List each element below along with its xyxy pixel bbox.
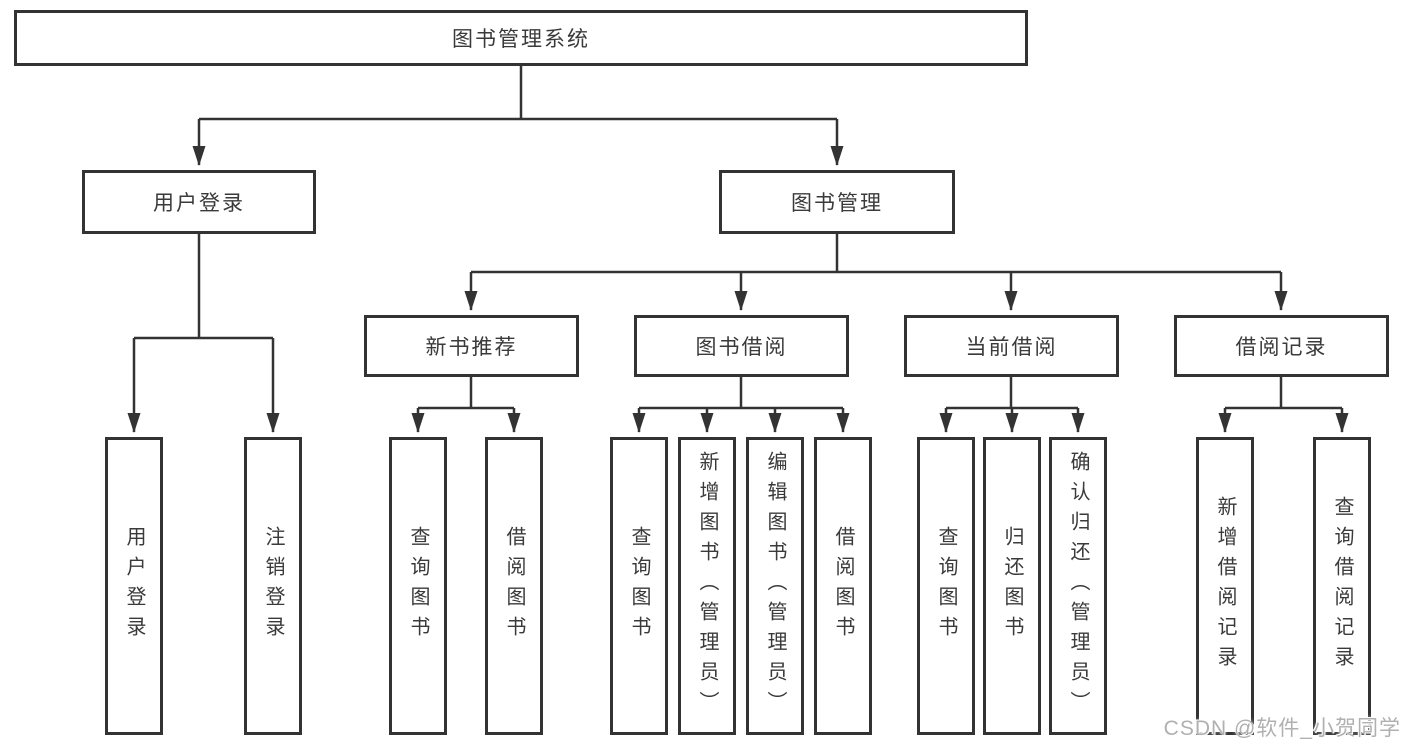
node-label: 新书推荐: [425, 336, 518, 359]
node-new-book-recommendation: 新书推荐: [364, 315, 579, 377]
node-label: 借阅记录: [1235, 336, 1328, 359]
node-borrowing-records: 借阅记录: [1174, 315, 1389, 377]
leaf-add-borrow-record: 新增借阅记录: [1196, 437, 1254, 735]
csdn-watermark: CSDN @软件_小贺同学: [1163, 717, 1401, 740]
leaf-query-books-current: 查询图书: [917, 437, 975, 735]
node-label: 用户登录: [153, 192, 245, 215]
leaf-return-books: 归还图书: [983, 437, 1041, 735]
leaf-label: 新增图书（管理员）: [696, 451, 718, 721]
leaf-label: 借阅图书: [503, 526, 525, 646]
leaf-label: 归还图书: [1001, 526, 1023, 646]
connector-group: [127, 66, 1349, 433]
node-label: 图书管理: [791, 192, 883, 215]
leaf-label: 查询借阅记录: [1331, 496, 1353, 676]
leaf-add-books-admin: 新增图书（管理员）: [678, 437, 736, 735]
leaf-logout-login: 注销登录: [244, 437, 302, 735]
leaf-query-books-recommend: 查询图书: [389, 437, 447, 735]
leaf-borrow-books: 借阅图书: [814, 437, 872, 735]
leaf-label: 查询图书: [407, 526, 429, 646]
node-label: 图书借阅: [695, 336, 788, 359]
leaf-label: 确认归还（管理员）: [1067, 451, 1089, 721]
node-label: 图书管理系统: [452, 28, 590, 51]
leaf-label: 编辑图书（管理员）: [764, 451, 786, 721]
node-book-management: 图书管理: [719, 170, 955, 234]
leaf-label: 用户登录: [123, 526, 145, 646]
leaf-confirm-return-admin: 确认归还（管理员）: [1049, 437, 1107, 735]
node-user-login: 用户登录: [82, 170, 316, 234]
leaf-label: 查询图书: [628, 526, 650, 646]
node-current-borrowing: 当前借阅: [904, 315, 1119, 377]
leaf-label: 借阅图书: [832, 526, 854, 646]
node-label: 当前借阅: [965, 336, 1058, 359]
leaf-edit-books-admin: 编辑图书（管理员）: [746, 437, 804, 735]
node-book-borrowing: 图书借阅: [634, 315, 849, 377]
leaf-borrow-books-recommend: 借阅图书: [485, 437, 543, 735]
node-library-management-system: 图书管理系统: [14, 10, 1028, 66]
leaf-label: 新增借阅记录: [1214, 496, 1236, 676]
leaf-query-books-borrow: 查询图书: [610, 437, 668, 735]
leaf-user-login: 用户登录: [105, 437, 163, 735]
leaf-label: 查询图书: [935, 526, 957, 646]
leaf-label: 注销登录: [262, 526, 284, 646]
leaf-query-borrow-record: 查询借阅记录: [1313, 437, 1371, 735]
